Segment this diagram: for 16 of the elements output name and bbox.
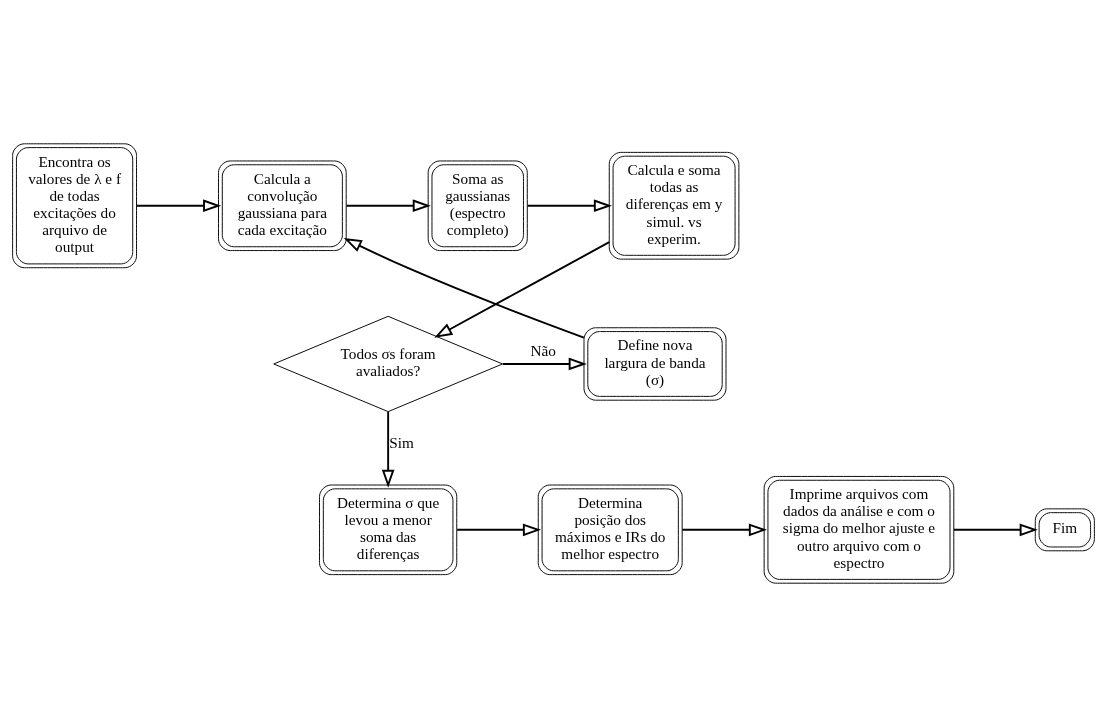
node-diamond: Todos σs foram avaliados? bbox=[273, 315, 503, 412]
arrow bbox=[501, 357, 587, 370]
node-box: Calcula e soma todas as diferenças em y simul. vs experim. bbox=[608, 151, 740, 260]
arrow bbox=[456, 522, 542, 536]
node-box: Imprime arquivos com dados da análise e com o sigma do melhor ajuste e outro arquivo com o espectro bbox=[763, 475, 955, 584]
arrow bbox=[345, 198, 431, 212]
arrow bbox=[135, 198, 222, 212]
edge-label: Não bbox=[530, 341, 556, 359]
node-box: Define nova largura de banda (σ) bbox=[583, 326, 727, 401]
arrow bbox=[952, 522, 1038, 536]
arrow bbox=[343, 237, 585, 338]
arrow bbox=[526, 198, 612, 212]
edge-label: Sim bbox=[389, 433, 414, 451]
arrow bbox=[381, 410, 395, 488]
arrow bbox=[434, 240, 611, 338]
arrow bbox=[681, 522, 767, 536]
